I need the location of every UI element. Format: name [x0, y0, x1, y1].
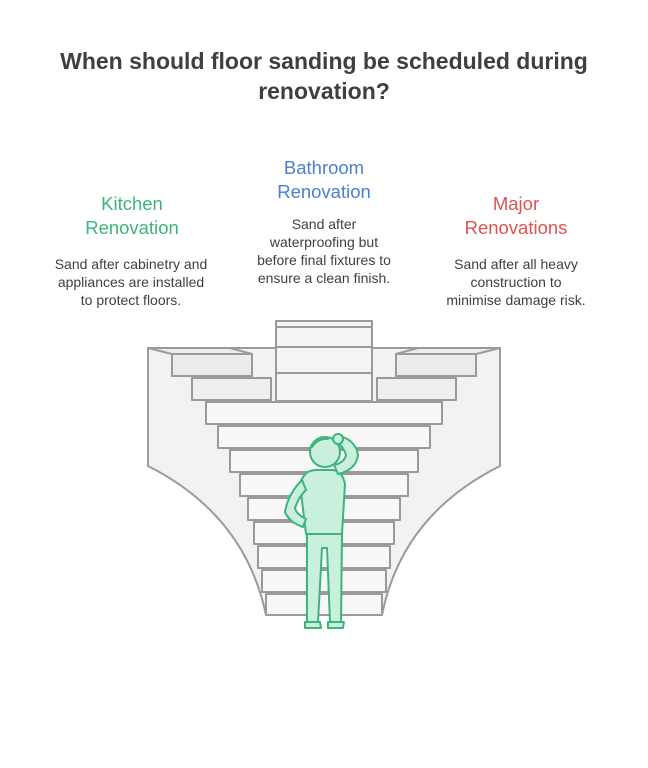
major-description-line-1: Sand after all heavy [454, 256, 578, 272]
bathroom-description-line-1: Sand after [291, 216, 357, 232]
kitchen-heading: Kitchen Renovation [41, 192, 223, 240]
major-heading-line-2: Renovations [464, 217, 568, 238]
title-line-1: When should floor sanding be scheduled d… [60, 48, 588, 74]
bathroom-heading-line-2: Renovation [277, 181, 371, 202]
thinking-person-icon [284, 433, 359, 629]
kitchen-heading-line-2: Renovation [85, 217, 179, 238]
bathroom-description-line-4: ensure a clean finish. [257, 270, 391, 286]
bathroom-description: Sand after waterproofing but before fina… [234, 215, 414, 287]
kitchen-description-line-1: Sand after cabinetry and [54, 256, 208, 272]
bathroom-heading: Bathroom Renovation [234, 156, 414, 204]
kitchen-description-line-3: to protect floors. [80, 292, 182, 308]
bathroom-description-line-2: waterproofing but [269, 234, 379, 250]
major-description: Sand after all heavy construction to min… [421, 255, 611, 309]
major-heading-line-1: Major [492, 193, 540, 214]
kitchen-description: Sand after cabinetry and appliances are … [36, 255, 226, 309]
bathroom-description-line-3: before final fixtures to [257, 252, 391, 268]
bathroom-heading-line-1: Bathroom [283, 157, 365, 178]
major-description-line-3: minimise damage risk. [446, 292, 586, 308]
page-title: When should floor sanding be scheduled d… [0, 46, 648, 106]
major-heading: Major Renovations [426, 192, 606, 240]
title-line-2: renovation? [258, 78, 390, 104]
major-description-line-2: construction to [470, 274, 562, 290]
staircase-icon [147, 320, 501, 616]
kitchen-heading-line-1: Kitchen [101, 193, 163, 214]
kitchen-description-line-2: appliances are installed [57, 274, 205, 290]
